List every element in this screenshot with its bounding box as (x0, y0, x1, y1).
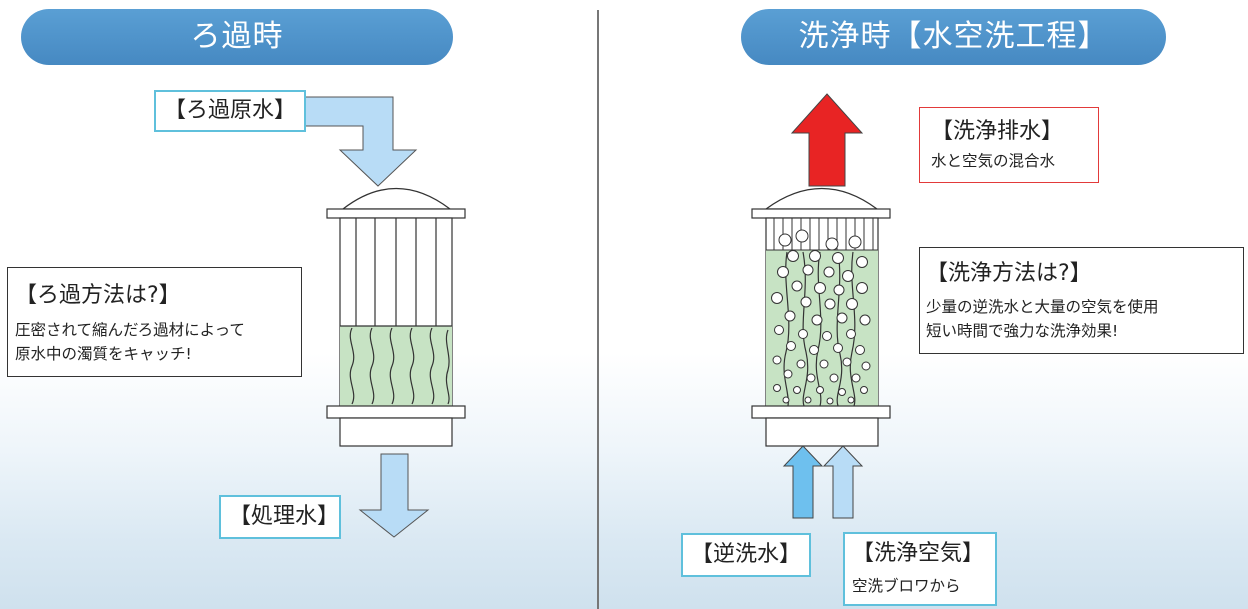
drain-outflow-arrow-icon (790, 93, 864, 187)
left-header: ろ過時 (21, 9, 453, 65)
wash-air-box: 【洗浄空気】 空洗ブロワから (843, 532, 997, 606)
right-header: 洗浄時【水空洗工程】 (741, 9, 1166, 65)
wash-air-desc: 空洗ブロワから (852, 577, 961, 595)
right-method-box: 【洗浄方法は?】 少量の逆洗水と大量の空気を使用 短い時間で強力な洗浄効果! (919, 247, 1244, 354)
treated-water-outflow-arrow-icon (358, 453, 430, 538)
raw-water-label-text: 【ろ過原水】 (164, 98, 297, 123)
drain-box: 【洗浄排水】 水と空気の混合水 (919, 107, 1099, 183)
drain-desc: 水と空気の混合水 (931, 152, 1056, 170)
left-method-line2: 原水中の濁質をキャッチ! (15, 345, 192, 363)
right-method-line2: 短い時間で強力な洗浄効果! (926, 322, 1119, 340)
backwash-water-label: 【逆洗水】 (681, 533, 811, 577)
left-method-line1: 圧密されて縮んだろ過材によって (15, 321, 245, 339)
backwash-water-label-text: 【逆洗水】 (691, 542, 802, 567)
air-bubble-icon (771, 229, 871, 405)
wash-air-inflow-arrow-icon (822, 445, 864, 519)
left-method-title: 【ろ過方法は?】 (15, 283, 181, 308)
raw-water-inflow-arrow-icon (303, 96, 418, 187)
treated-water-label-text: 【処理水】 (229, 504, 340, 529)
right-method-line1: 少量の逆洗水と大量の空気を使用 (926, 298, 1159, 316)
left-filter-vessel (326, 187, 466, 447)
backwash-water-inflow-arrow-icon (782, 445, 824, 519)
section-divider (597, 10, 599, 609)
treated-water-label: 【処理水】 (219, 495, 341, 539)
right-method-title: 【洗浄方法は?】 (926, 261, 1092, 286)
wash-air-title: 【洗浄空気】 (852, 541, 985, 566)
drain-title: 【洗浄排水】 (931, 119, 1064, 144)
left-method-box: 【ろ過方法は?】 圧密されて縮んだろ過材によって 原水中の濁質をキャッチ! (7, 267, 302, 377)
raw-water-label: 【ろ過原水】 (154, 90, 306, 132)
right-filter-vessel (751, 187, 891, 447)
